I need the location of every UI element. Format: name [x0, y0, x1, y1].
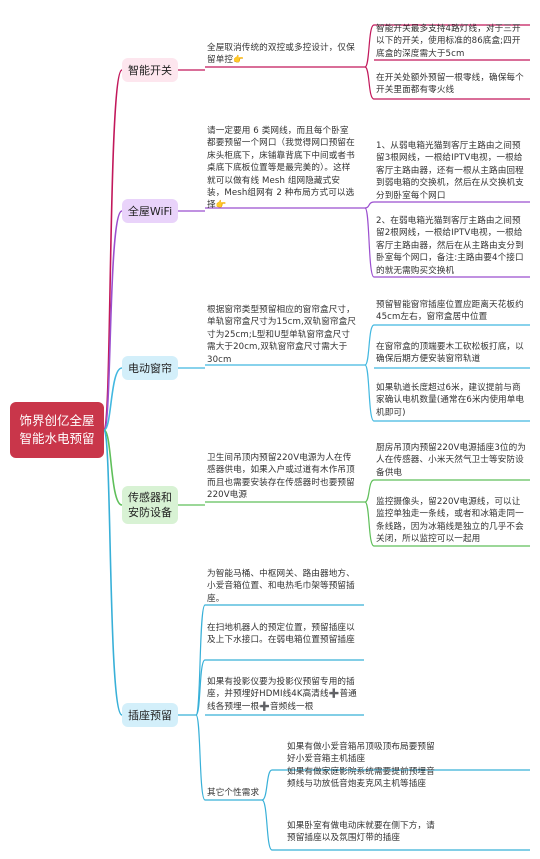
- sensor-detail-2: 监控摄像头，留220V电源线，可以让监控单独走一条线，或者和冰箱走同一条线路，因…: [376, 497, 524, 545]
- branch-socket-label: 插座预留: [128, 708, 172, 722]
- wifi-detail-1: 1、从弱电箱光猫到客厅主路由之间预留3根网线，一根给IPTV电视，一根给客厅主路…: [376, 141, 524, 201]
- curtain-detail-3: 如果轨道长度超过6米，建议提前与商家确认电机数量(通常在6米内使用单电机即可): [376, 383, 525, 418]
- branch-curtain[interactable]: 电动窗帘: [122, 356, 178, 380]
- branch-sensor-label: 传感器和安防设备: [128, 491, 172, 519]
- smart-switch-detail-1: 智能开关最多支持4路灯线，对于三开以下的开关，使用标准的86底盒;四开底盒的深度…: [376, 24, 521, 59]
- smart-switch-note: 全屋取消传统的双控或多控设计，仅保留单控👉: [207, 43, 355, 66]
- wifi-note: 请一定要用 6 类网线，而且每个卧室都要预留一个网口（我觉得网口预留在床头柜底下…: [207, 126, 355, 211]
- branch-curtain-label: 电动窗帘: [128, 361, 172, 375]
- socket-item-2: 在扫地机器人的预定位置，预留插座以及上下水接口。在弱电箱位置预留插座: [207, 623, 355, 646]
- root-label: 饰界创亿全屋智能水电预留: [19, 413, 95, 446]
- sensor-detail-1: 厨房吊顶内预留220V电源插座3位的为人在传感器、小米天然气卫士等安防设备供电: [376, 443, 526, 478]
- curtain-note: 根据窗帘类型预留相应的窗帘盒尺寸，单轨窗帘盒尺寸为15cm,双轨窗帘盒尺寸为25…: [207, 305, 356, 365]
- socket-item-1: 为智能马桶、中枢网关、路由器地方、小爱音箱位置、和电热毛巾架等预留插座。: [207, 569, 355, 604]
- wifi-detail-2: 2、在弱电箱光猫到客厅主路由之间预留2根网线，一根给IPTV电视，一根给客厅主路…: [376, 216, 524, 276]
- branch-sensor[interactable]: 传感器和安防设备: [122, 486, 178, 524]
- sensor-note: 卫生间吊顶内预留220V电源为人在传感器供电，如果入户或过道有木作吊顶而且也需要…: [207, 453, 355, 501]
- socket-other-detail-2: 如果有做家庭影院系统需要提前预埋音频线与功放低音炮麦克风主机等插座: [287, 767, 435, 790]
- branch-smart-switch[interactable]: 智能开关: [122, 58, 178, 82]
- socket-other-detail-1: 如果有做小爱音箱吊顶吸顶布局要预留好小爱音箱主机插座: [287, 742, 435, 765]
- curtain-detail-2: 在窗帘盒的顶端要木工砍松板打底，以确保后期方便安装窗帘轨道: [376, 342, 524, 365]
- socket-other-label: 其它个性需求: [207, 788, 260, 798]
- socket-item-3: 如果有投影仪要为投影仪预留专用的插座，并预埋好HDMI线4K高清线➕普通线各预埋…: [207, 677, 357, 712]
- smart-switch-detail-2: 在开关处额外预留一根零线，确保每个开关里面都有零火线: [376, 73, 524, 96]
- branch-wifi-label: 全屋WiFi: [127, 204, 173, 218]
- branch-smart-switch-label: 智能开关: [128, 63, 172, 77]
- curtain-detail-1: 预留智能窗帘插座位置应距离天花板约45cm左右，窗帘盒居中位置: [376, 300, 524, 323]
- socket-other-detail-3: 如果卧室有做电动床就要在侧下方，请预留插座以及氛围灯带的插座: [287, 821, 435, 844]
- branch-wifi[interactable]: 全屋WiFi: [122, 199, 178, 223]
- root-node[interactable]: 饰界创亿全屋智能水电预留: [10, 402, 104, 458]
- branch-socket[interactable]: 插座预留: [122, 703, 178, 727]
